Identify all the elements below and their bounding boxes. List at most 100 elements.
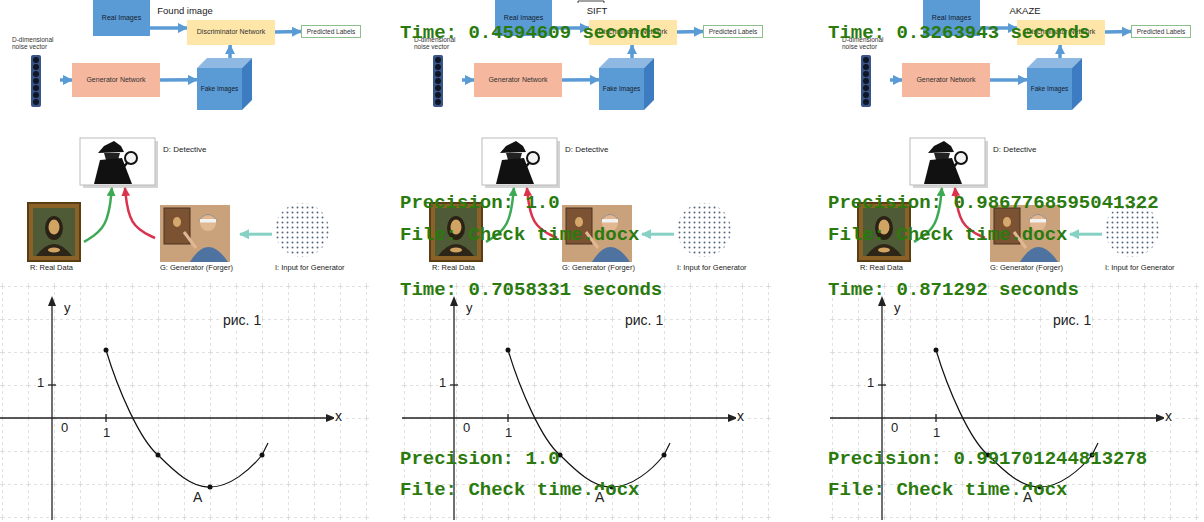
node-label: I: Input for Generator — [1105, 264, 1175, 273]
arrow-connector — [228, 45, 232, 58]
arrow-connector — [1070, 233, 1102, 236]
arrow-connector — [890, 78, 902, 82]
node-label: R: Real Data — [30, 264, 73, 273]
node-label: Fake Images — [603, 85, 641, 92]
detective-node: D: Detective — [80, 136, 235, 188]
graph-label: рис. 1 — [222, 313, 262, 328]
panel-title: SIFT — [587, 6, 608, 17]
match-result-text: Time: 0.4594609 seconds — [400, 24, 662, 43]
graph-label: y — [63, 301, 72, 315]
match-result-text: File: Check time.docx — [828, 226, 1067, 245]
match-result-text: Precision: 1.0 — [400, 194, 560, 213]
generator-node: G: Generator (Forger) — [155, 200, 240, 276]
node-label: Predicted Labels — [1137, 28, 1185, 35]
arrow-connector — [125, 188, 155, 238]
output-box: Predicted Labels — [703, 25, 763, 38]
cube-front — [1027, 68, 1072, 110]
result-panel: SIFTReal ImagesDiscriminator NetworkPred… — [402, 0, 774, 522]
cube-box: Fake Images — [599, 58, 654, 110]
node-label: Discriminator Network — [197, 28, 265, 36]
panel-title: AKAZE — [1009, 6, 1040, 17]
real-data-node: R: Real Data — [24, 200, 84, 276]
arrow-connector — [60, 78, 72, 82]
node-label: D: Detective — [565, 145, 609, 154]
arrow-connector — [990, 78, 1027, 82]
cube-side — [644, 58, 654, 110]
arrow-connector — [1058, 45, 1062, 58]
image-stack-box: Real Images — [93, 0, 150, 36]
detective-node: D: Detective — [482, 136, 637, 188]
graph-label: рис. 1 — [624, 313, 664, 328]
cube-front — [599, 68, 644, 110]
graph-label: 0 — [462, 421, 471, 435]
node-label: G: Generator (Forger) — [562, 264, 635, 273]
graph-label: 1 — [504, 426, 513, 440]
arrow-connector — [630, 45, 634, 58]
cube-side — [242, 58, 252, 110]
match-result-text: Precision: 0.9867768595041322 — [828, 194, 1159, 213]
panel-illustration — [0, 55, 370, 522]
process-box: Generator Network — [902, 63, 990, 97]
node-label: Fake Images — [1031, 85, 1069, 92]
detective-node: D: Detective — [910, 136, 1065, 188]
node-label: Real Images — [102, 14, 141, 22]
node-label: Generator Network — [86, 76, 145, 84]
node-label: R: Real Data — [432, 264, 475, 273]
result-panel: AKAZEReal ImagesDiscriminator NetworkPre… — [830, 0, 1202, 522]
graph-label: 0 — [890, 421, 899, 435]
cube-box: Fake Images — [1027, 58, 1082, 110]
match-result-text: File: Check time.docx — [400, 226, 639, 245]
cube-front — [197, 68, 242, 110]
result-panel: Found imageReal ImagesDiscriminator Netw… — [0, 0, 372, 522]
output-box: Predicted Labels — [301, 25, 361, 38]
process-box: Discriminator Network — [187, 20, 275, 45]
node-label: Predicted Labels — [709, 28, 757, 35]
arrow-connector — [160, 78, 197, 82]
node-label: G: Generator (Forger) — [990, 264, 1063, 273]
match-result-text: Time: 0.7058331 seconds — [400, 281, 662, 300]
process-box: Generator Network — [474, 63, 562, 97]
graph-label: рис. 1 — [1052, 313, 1092, 328]
input-node: I: Input for Generator — [272, 200, 370, 276]
node-label: D: Detective — [993, 145, 1037, 154]
arrow-connector — [677, 30, 703, 34]
arrow-connector — [1105, 30, 1131, 34]
graph-label: 1 — [36, 376, 45, 390]
match-result-text: Precision: 1.0 — [400, 450, 560, 469]
title-mark — [578, 1, 604, 3]
process-box: Generator Network — [72, 63, 160, 97]
node-label: D: Detective — [163, 145, 207, 154]
arrow-connector — [562, 78, 599, 82]
node-label: Generator Network — [488, 76, 547, 84]
node-label: Predicted Labels — [307, 28, 355, 35]
graph-label: 1 — [102, 426, 111, 440]
node-label: I: Input for Generator — [275, 264, 345, 273]
arrow-connector — [462, 78, 474, 82]
noise-vector: D-dimensional noise vector — [10, 36, 60, 108]
arrow-connector — [240, 233, 272, 236]
graph-label: 1 — [438, 376, 447, 390]
node-label: D-dimensional noise vector — [12, 36, 58, 51]
graph-label: x — [334, 409, 343, 424]
noise-vector: D-dimensional noise vector — [412, 36, 462, 108]
node-label: G: Generator (Forger) — [160, 264, 233, 273]
cube-shape — [197, 58, 252, 110]
match-result-text: Time: 0.871292 seconds — [828, 281, 1079, 300]
graph-label: 1 — [932, 426, 941, 440]
cube-shape — [1027, 58, 1082, 110]
graph-label: x — [1164, 409, 1173, 424]
node-label: Real Images — [932, 14, 971, 22]
arrow-connector — [642, 233, 674, 236]
arrow-connector — [275, 30, 301, 34]
arrow-connector — [84, 188, 112, 242]
arrow-connector — [150, 26, 187, 30]
match-result-text: Time: 0.3263943 seconds — [828, 24, 1090, 43]
node-label: Generator Network — [916, 76, 975, 84]
graph-label: A — [1022, 490, 1033, 505]
graph-label: x — [736, 409, 745, 424]
graph-label: 1 — [866, 376, 875, 390]
panel-title: Found image — [157, 6, 212, 17]
graph-label: y — [893, 301, 902, 315]
graph-label: y — [465, 301, 474, 315]
cube-side — [1072, 58, 1082, 110]
